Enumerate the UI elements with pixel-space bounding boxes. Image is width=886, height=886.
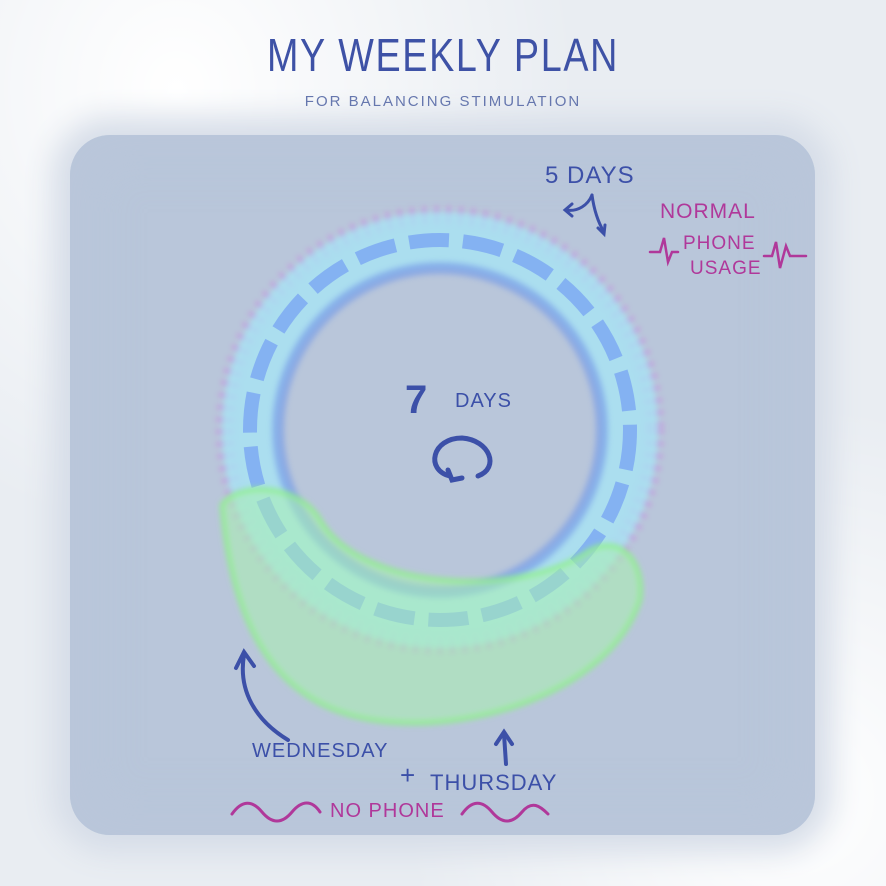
no-phone-segment bbox=[219, 487, 643, 725]
wednesday-arrow-icon bbox=[234, 648, 290, 742]
page-subtitle: FOR BALANCING STIMULATION bbox=[304, 93, 582, 110]
plus-sign: + bbox=[400, 760, 416, 790]
thursday-label: THURSDAY bbox=[430, 770, 558, 795]
five-days-arrow-icon bbox=[562, 193, 607, 238]
normal-label: NORMAL bbox=[660, 200, 756, 223]
repeat-icon bbox=[432, 435, 493, 483]
heartbeat-icon bbox=[648, 237, 808, 269]
no-phone-label: NO PHONE bbox=[330, 800, 445, 822]
wave-icon bbox=[230, 801, 550, 823]
page-title: MY WEEKLY PLAN bbox=[266, 29, 620, 81]
wednesday-label: WEDNESDAY bbox=[252, 740, 389, 762]
five-days-label: 5 DAYS bbox=[545, 162, 635, 189]
phone-label: PHONE bbox=[683, 233, 756, 254]
usage-label: USAGE bbox=[690, 258, 762, 279]
seven-number: 7 bbox=[405, 378, 428, 422]
thursday-arrow-icon bbox=[494, 728, 514, 766]
seven-days-label: DAYS bbox=[455, 390, 512, 412]
